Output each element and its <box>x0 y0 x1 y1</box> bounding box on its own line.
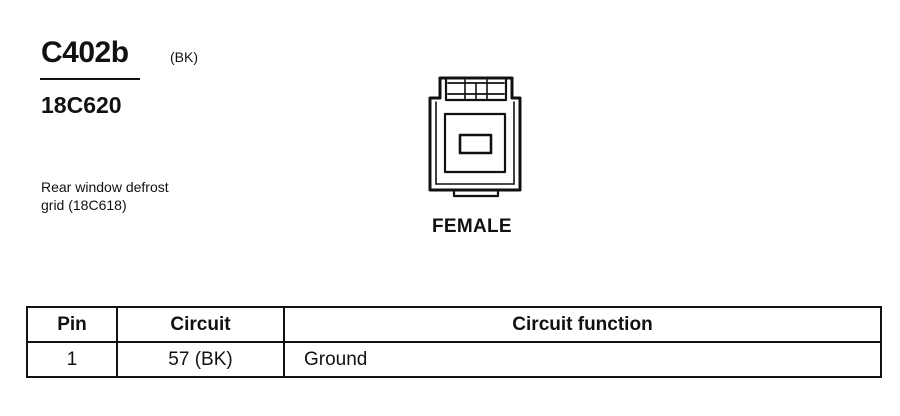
cell-circuit: 57 (BK) <box>116 341 285 378</box>
cell-circuit-function: Ground <box>283 341 882 378</box>
connector-face-icon <box>428 76 522 198</box>
connector-color-code: (BK) <box>170 49 198 65</box>
column-header-pin: Pin <box>26 306 118 343</box>
pin-table: Pin Circuit Circuit function 1 57 (BK) G… <box>26 306 882 378</box>
column-header-circuit-function: Circuit function <box>283 306 882 343</box>
cell-pin: 1 <box>26 341 118 378</box>
column-header-circuit: Circuit <box>116 306 285 343</box>
pin-table-header-row: Pin Circuit Circuit function <box>26 306 882 343</box>
connector-id: C402b <box>41 36 129 69</box>
connector-description: Rear window defrost grid (18C618) <box>41 178 241 214</box>
title-underline <box>40 78 140 80</box>
table-row: 1 57 (BK) Ground <box>26 341 882 378</box>
description-line-1: Rear window defrost <box>41 179 169 195</box>
connector-part-number: 18C620 <box>41 92 122 118</box>
connector-gender-label: FEMALE <box>432 216 512 237</box>
description-line-2: grid (18C618) <box>41 197 127 213</box>
